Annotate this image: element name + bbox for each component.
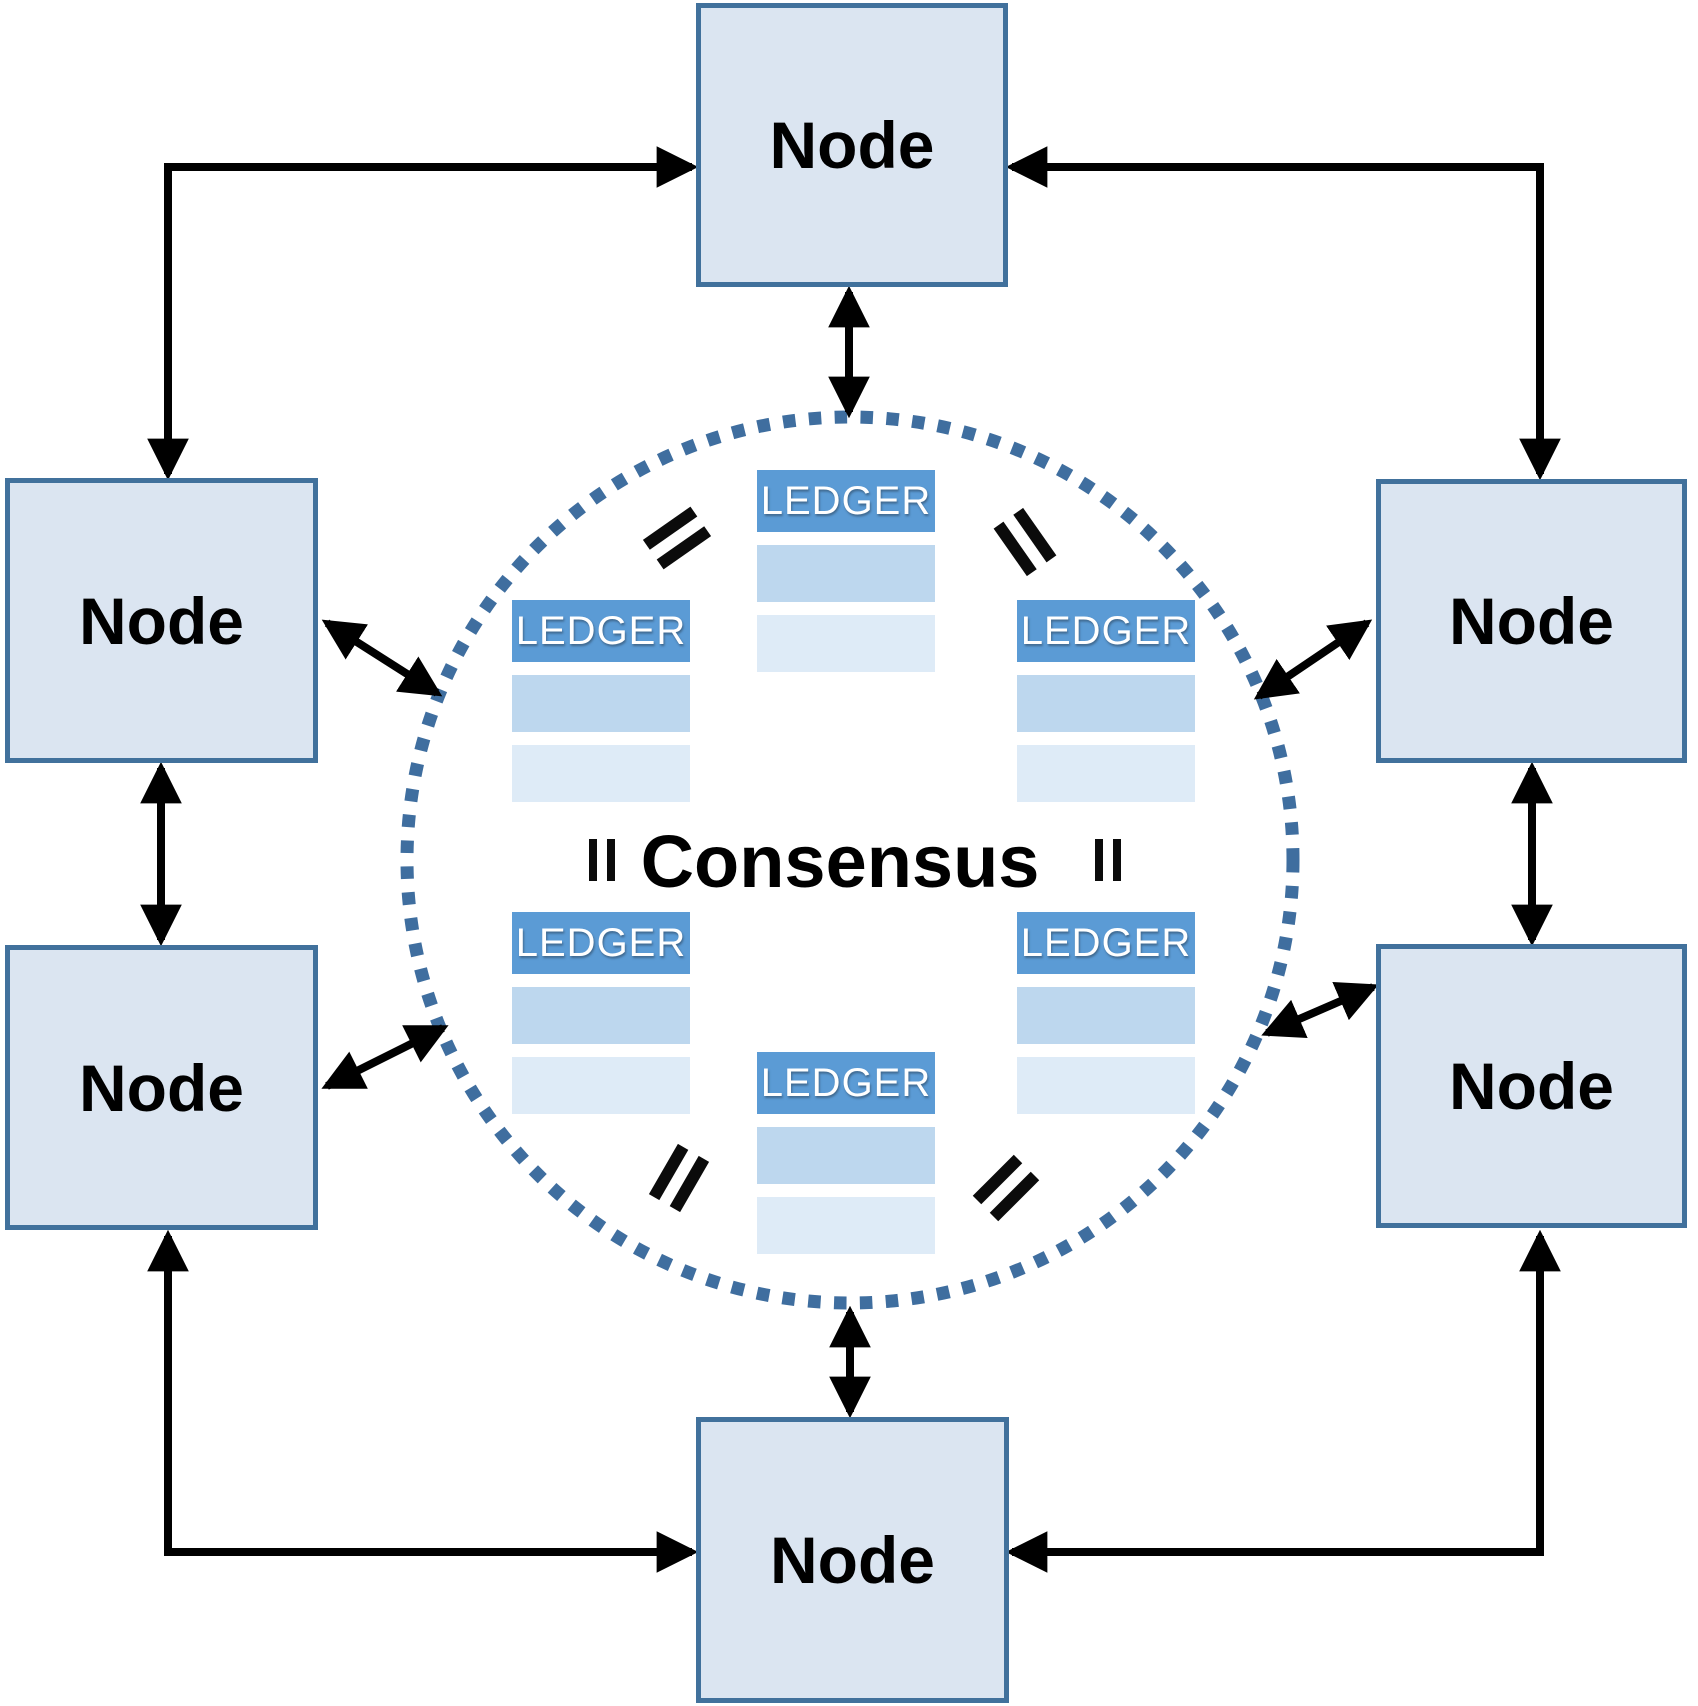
equals-icon-mid-left [589,839,615,881]
node-box-top: Node [696,3,1008,287]
ledger-row [512,745,690,802]
ledger-mid-right: LEDGER [1017,600,1195,802]
arrow-top-left-elbow [147,146,699,481]
ledger-row [757,1127,935,1184]
ledger-header: LEDGER [512,912,690,974]
ledger-row [1017,1057,1195,1114]
ledger-lower-left: LEDGER [512,912,690,1114]
ledger-row [1017,745,1195,802]
equals-bar [589,839,597,881]
ledger-header: LEDGER [512,600,690,662]
node-box-right-upper: Node [1376,479,1687,763]
consensus-label: Consensus [640,819,1040,903]
equals-bar [1095,839,1103,881]
node-box-left-lower: Node [5,945,318,1230]
ledger-row [1017,675,1195,732]
node-label: Node [770,1523,935,1597]
arrow-right-lower-node-to-circle [1261,981,1379,1039]
node-label: Node [1449,584,1614,658]
ledger-row [757,545,935,602]
arrow-left-lower-node-to-circle [321,1024,449,1090]
node-label: Node [79,1050,244,1125]
equals-bar [607,839,615,881]
node-label: Node [79,583,244,658]
ledger-header: LEDGER [1017,600,1195,662]
ledger-header: LEDGER [757,1052,935,1114]
node-label: Node [769,108,935,182]
arrow-right-upper-node-to-circle [1253,619,1373,700]
ledger-lower-right: LEDGER [1017,912,1195,1114]
ledger-top-center: LEDGER [757,470,935,672]
ledger-header: LEDGER [1017,912,1195,974]
ledger-bottom-center: LEDGER [757,1052,935,1254]
arrow-bottom-right-elbow [1005,1229,1561,1573]
arrow-left-upper-node-to-circle [321,619,443,697]
equals-bar [1113,839,1121,881]
ledger-row [757,615,935,672]
ledger-row [512,987,690,1044]
node-box-right-lower: Node [1376,944,1687,1228]
node-box-bottom: Node [696,1417,1009,1703]
ledger-row [1017,987,1195,1044]
arrow-bottom-left-elbow [147,1229,699,1573]
node-box-left-upper: Node [5,478,318,763]
dotted-consensus-circle [400,410,1300,1310]
ledger-header: LEDGER [757,470,935,532]
ledger-mid-left: LEDGER [512,600,690,802]
arrow-top-right-elbow [1005,146,1561,481]
node-label: Node [1449,1049,1614,1123]
ledger-row [757,1197,935,1254]
ledger-row [512,675,690,732]
equals-icon-mid-right [1095,839,1121,881]
ledger-row [512,1057,690,1114]
